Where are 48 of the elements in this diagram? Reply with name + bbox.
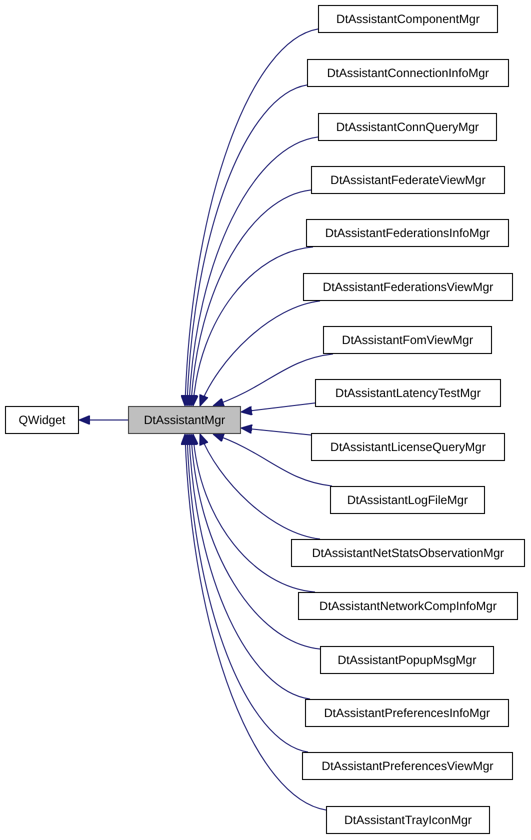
class-name: DtAssistantMgr bbox=[144, 413, 226, 427]
class-box bbox=[291, 539, 525, 567]
inheritance-arrow bbox=[200, 434, 320, 540]
class-name: DtAssistantLogFileMgr bbox=[347, 493, 468, 507]
class-box bbox=[305, 699, 509, 727]
class-name: DtAssistantPopupMsgMgr bbox=[338, 653, 476, 667]
class-box bbox=[5, 406, 79, 434]
class-box bbox=[307, 59, 509, 87]
inheritance-arrow bbox=[189, 434, 316, 592]
class-box bbox=[320, 646, 494, 674]
inheritance-arrow bbox=[240, 402, 316, 416]
class-name: DtAssistantConnectionInfoMgr bbox=[326, 66, 490, 80]
class-name: DtAssistantPreferencesInfoMgr bbox=[324, 706, 490, 720]
inheritance-arrow bbox=[187, 434, 320, 650]
inheritance-arrow bbox=[180, 28, 318, 406]
inheritance-arrow bbox=[240, 424, 312, 436]
class-box bbox=[298, 592, 518, 620]
class-name: DtAssistantLicenseQueryMgr bbox=[330, 440, 486, 454]
class-box bbox=[311, 166, 505, 194]
inheritance-arrow bbox=[180, 434, 326, 810]
inheritance-arrow bbox=[212, 433, 332, 486]
inheritance-arrow bbox=[78, 415, 128, 425]
class-name: DtAssistantNetworkCompInfoMgr bbox=[319, 599, 497, 613]
class-box bbox=[330, 486, 485, 514]
class-name: DtAssistantLatencyTestMgr bbox=[335, 386, 481, 400]
class-box bbox=[326, 806, 490, 834]
class-box bbox=[311, 433, 505, 461]
class-box bbox=[128, 406, 241, 434]
class-box bbox=[302, 752, 513, 780]
class-name: DtAssistantFederationsViewMgr bbox=[322, 280, 494, 294]
inheritance-arrow bbox=[189, 246, 314, 406]
class-name: DtAssistantFomViewMgr bbox=[342, 333, 474, 347]
inheritance-arrow bbox=[200, 300, 320, 406]
class-name: DtAssistantNetStatsObservationMgr bbox=[312, 546, 504, 560]
class-box bbox=[318, 113, 497, 141]
class-name: DtAssistantComponentMgr bbox=[336, 12, 480, 26]
class-name: DtAssistantFederateViewMgr bbox=[330, 173, 486, 187]
class-name: QWidget bbox=[18, 413, 66, 427]
class-box bbox=[323, 326, 492, 354]
class-box bbox=[318, 5, 498, 33]
class-name: DtAssistantFederationsInfoMgr bbox=[325, 226, 490, 240]
class-name: DtAssistantTrayIconMgr bbox=[344, 813, 472, 827]
class-box bbox=[303, 273, 513, 301]
class-name: DtAssistantPreferencesViewMgr bbox=[322, 759, 494, 773]
class-name: DtAssistantConnQueryMgr bbox=[336, 120, 479, 134]
class-box bbox=[315, 379, 501, 407]
class-box bbox=[306, 219, 509, 247]
inheritance-arrow bbox=[212, 354, 334, 407]
